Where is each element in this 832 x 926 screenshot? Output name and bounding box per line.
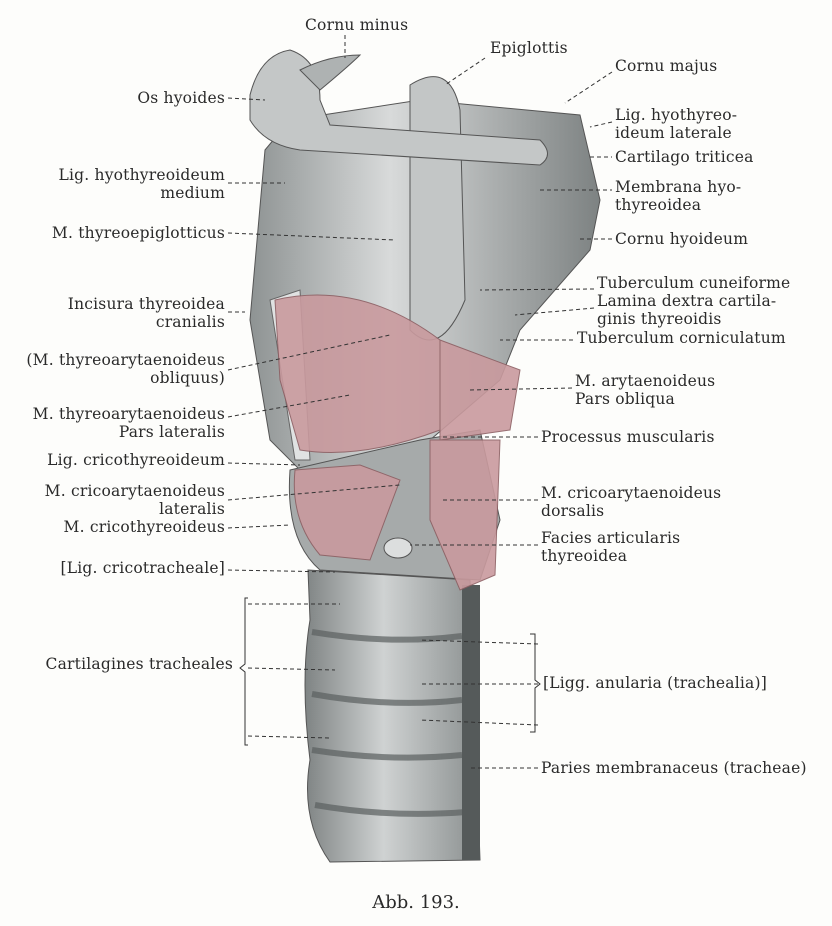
- label-paries-membranaceus: Paries membranaceus (tracheae): [541, 759, 807, 777]
- label-tuberculum-cuneiforme: Tuberculum cuneiforme: [597, 274, 791, 292]
- label-cornu-majus: Cornu majus: [615, 57, 718, 75]
- muscles: [274, 294, 521, 591]
- label-processus-muscularis: Processus muscularis: [541, 428, 715, 446]
- brackets: [239, 597, 541, 746]
- leader-lines: [227, 35, 613, 769]
- label-lamina-dextra: Lamina dextra cartila-ginis thyreoidis: [597, 292, 777, 328]
- epiglottis: [409, 76, 466, 341]
- label-epiglottis: Epiglottis: [490, 39, 568, 57]
- label-cartilagines-tracheales: Cartilagines tracheales: [45, 655, 233, 673]
- label-os-hyoides: Os hyoides: [137, 89, 225, 107]
- label-ligg-anularia: [Ligg. anularia (trachealia)]: [543, 674, 767, 692]
- label-lig-hyothyreoideum-laterale: Lig. hyothyreo-ideum laterale: [615, 106, 738, 142]
- label-m-thyreoepiglotticus: M. thyreoepiglotticus: [51, 224, 225, 242]
- label-membrana-hyothyreoidea: Membrana hyo-thyreoidea: [615, 178, 742, 214]
- trachea: [304, 569, 481, 863]
- figure-caption: Abb. 193.: [372, 892, 460, 913]
- label-lig-cricothyreoideum: Lig. cricothyreoideum: [47, 451, 225, 469]
- label-cornu-hyoideum: Cornu hyoideum: [615, 230, 749, 248]
- label-cornu-minus: Cornu minus: [305, 16, 409, 34]
- hyoid-bone: [249, 49, 548, 559]
- label-lig-cricotracheale: [Lig. cricotracheale]: [60, 559, 225, 577]
- label-cartilago-triticea: Cartilago triticea: [615, 148, 754, 166]
- label-m-cricothyreoideus: M. cricothyreoideus: [63, 518, 225, 536]
- label-tuberculum-corniculatum: Tuberculum corniculatum: [577, 329, 786, 347]
